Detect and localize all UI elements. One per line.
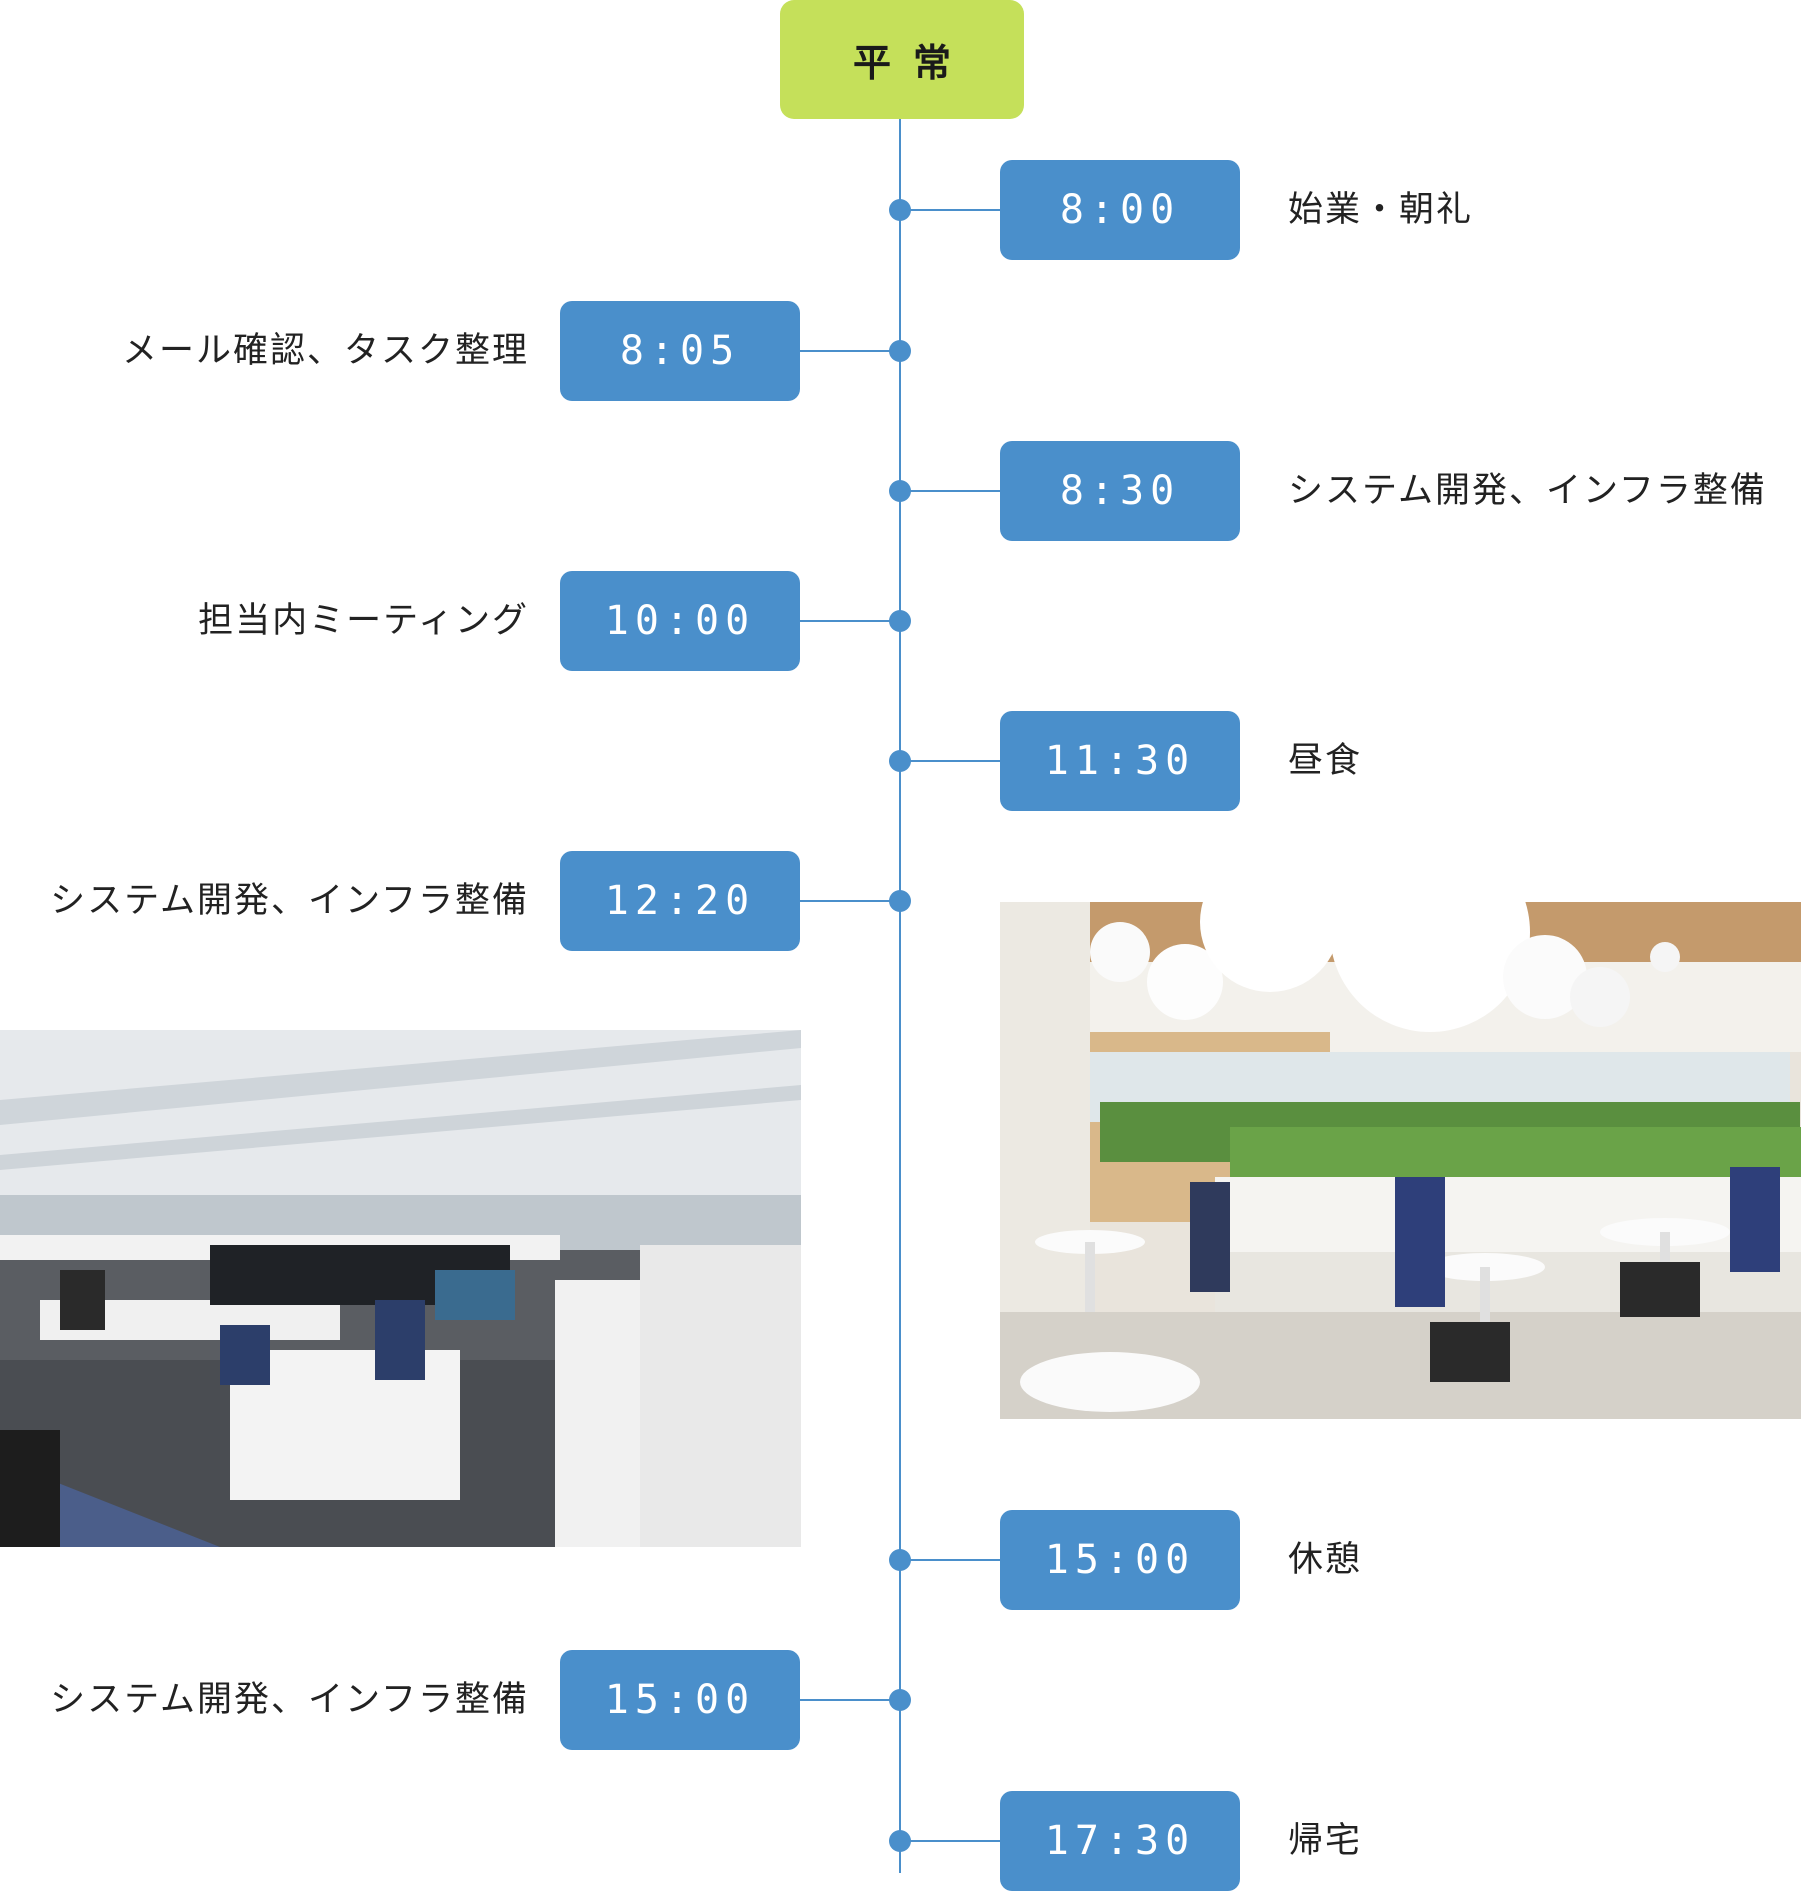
time-badge: 8:05 xyxy=(560,301,800,401)
timeline-connector xyxy=(800,900,900,902)
timeline-dot xyxy=(889,610,911,632)
cafeteria-photo xyxy=(1000,902,1801,1419)
time-badge: 17:30 xyxy=(1000,1791,1240,1891)
timeline-connector xyxy=(900,490,1000,492)
activity-label: 始業・朝礼 xyxy=(1288,190,1474,230)
activity-label: システム開発、インフラ整備 xyxy=(50,1680,529,1720)
timeline-connector xyxy=(900,1840,1000,1842)
timeline-dot xyxy=(889,890,911,912)
timeline-axis xyxy=(899,119,901,1873)
timeline-dot xyxy=(889,340,911,362)
timeline-connector xyxy=(900,1559,1000,1561)
timeline-connector xyxy=(800,620,900,622)
title-badge: 平常 xyxy=(780,0,1024,119)
time-badge: 15:00 xyxy=(560,1650,800,1750)
timeline-connector xyxy=(900,209,1000,211)
time-badge: 8:00 xyxy=(1000,160,1240,260)
timeline-connector xyxy=(800,1699,900,1701)
activity-label: 担当内ミーティング xyxy=(198,601,529,641)
timeline-connector xyxy=(800,350,900,352)
activity-label: システム開発、インフラ整備 xyxy=(1288,471,1767,511)
activity-label: メール確認、タスク整理 xyxy=(121,331,529,371)
activity-label: 休憩 xyxy=(1288,1540,1363,1580)
timeline-connector xyxy=(900,760,1000,762)
activity-label: 帰宅 xyxy=(1288,1821,1363,1861)
time-badge: 10:00 xyxy=(560,571,800,671)
activity-label: システム開発、インフラ整備 xyxy=(50,881,529,921)
time-badge: 8:30 xyxy=(1000,441,1240,541)
time-badge: 11:30 xyxy=(1000,711,1240,811)
activity-label: 昼食 xyxy=(1288,741,1363,781)
time-badge: 15:00 xyxy=(1000,1510,1240,1610)
timeline-dot xyxy=(889,1689,911,1711)
time-badge: 12:20 xyxy=(560,851,800,951)
office-photo xyxy=(0,1030,801,1547)
